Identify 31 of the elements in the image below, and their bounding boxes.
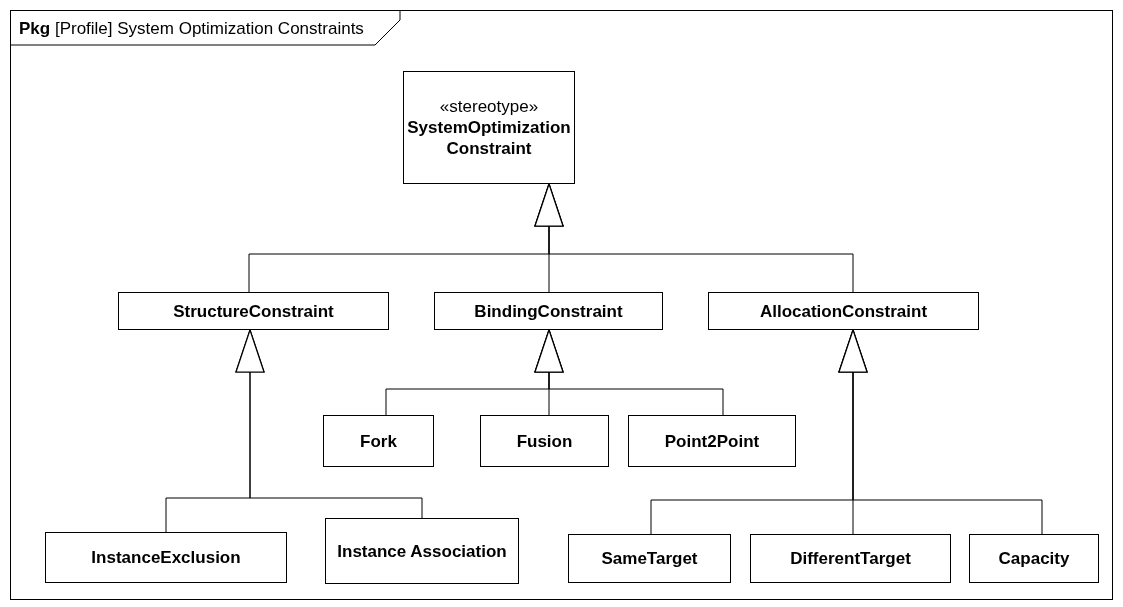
generalization-arrow <box>838 329 1043 535</box>
stereotype-keyword: «stereotype» <box>439 96 539 117</box>
class-name: Point2Point <box>664 430 760 452</box>
stereotype-class-box <box>434 292 663 330</box>
generalization-arrow <box>534 329 724 416</box>
stereotype-class-box <box>750 534 951 583</box>
class-name: Capacity <box>998 548 1070 569</box>
stereotype-class-box <box>969 534 1099 583</box>
class-name: AllocationConstraint <box>759 300 928 322</box>
stereotype-class-box <box>568 534 731 583</box>
stereotype-class-box <box>325 518 519 584</box>
stereotype-class-box <box>628 415 796 467</box>
class-name: BindingConstraint <box>474 300 623 322</box>
stereotype-class-box <box>403 71 575 184</box>
stereotype-class-box <box>118 292 389 330</box>
generalization-arrow <box>534 183 854 293</box>
stereotype-class-box <box>45 532 287 583</box>
class-name: DifferentTarget <box>790 548 911 569</box>
class-name: SameTarget <box>601 548 698 569</box>
class-name: InstanceExclusion <box>91 547 241 568</box>
generalization-arrow <box>235 329 423 519</box>
package-title: Pkg [Profile] System Optimization Constraints <box>19 19 364 39</box>
package-frame <box>10 10 1113 600</box>
class-name: StructureConstraint <box>173 300 334 322</box>
class-name: Fusion <box>516 430 573 452</box>
stereotype-class-box <box>708 292 979 330</box>
stereotype-class-box <box>480 415 609 467</box>
stereotype-class-box <box>323 415 434 467</box>
class-name: Instance Association <box>337 540 507 562</box>
class-name: Fork <box>360 430 397 452</box>
class-name: SystemOptimization Constraint <box>406 117 572 159</box>
